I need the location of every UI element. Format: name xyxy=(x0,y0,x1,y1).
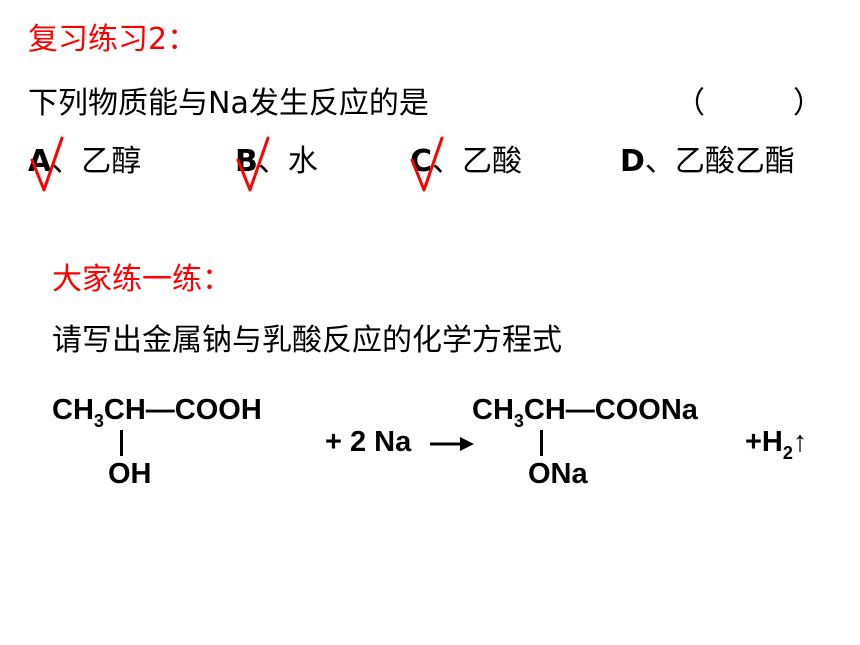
answer-paren-close: ） xyxy=(793,86,823,121)
gas-h: +H xyxy=(745,426,783,458)
reactant-chain: CH—COOH xyxy=(103,394,262,426)
option-d-letter: D xyxy=(620,144,645,179)
practice-title: 大家练一练： xyxy=(52,262,232,297)
option-c-text: 、乙酸 xyxy=(432,144,523,179)
option-a: A、乙醇 xyxy=(28,136,141,180)
product-ch: CH xyxy=(472,394,514,426)
product-branch: ONa xyxy=(528,458,588,490)
check-mark-icon xyxy=(30,136,64,192)
exercise-title: 复习练习2： xyxy=(28,22,198,57)
option-a-text: 、乙醇 xyxy=(51,144,142,179)
reagent: + 2 Na xyxy=(325,426,412,458)
option-b: B、水 xyxy=(235,136,318,180)
option-d: D、乙酸乙酯 xyxy=(620,136,795,180)
check-mark-icon xyxy=(410,136,444,192)
gas-arrow-icon: ↑ xyxy=(792,426,808,458)
product-chain: CH—COONa xyxy=(523,394,698,426)
check-mark-icon xyxy=(236,136,270,192)
option-c: C、乙酸 xyxy=(410,136,522,180)
answer-paren-open: （ xyxy=(675,86,705,121)
reactant-subscript: 3 xyxy=(93,411,104,431)
product-bond-line xyxy=(540,430,543,456)
reactant-ch: CH xyxy=(52,394,94,426)
reaction-arrow-icon xyxy=(430,437,474,451)
option-d-text: 、乙酸乙酯 xyxy=(644,144,795,179)
gas-subscript: 2 xyxy=(782,443,793,463)
option-a-letter: A xyxy=(28,144,52,179)
question-text: 下列物质能与Na发生反应的是 xyxy=(28,86,429,121)
product-formula: CH3CH—COONa xyxy=(472,394,698,431)
reactant-bond-line xyxy=(120,430,123,456)
reactant-formula: CH3CH—COOH xyxy=(52,394,262,431)
hydrogen-gas: +H2↑ xyxy=(745,426,808,463)
option-b-text: 、水 xyxy=(257,144,318,179)
practice-instruction: 请写出金属钠与乳酸反应的化学方程式 xyxy=(52,323,562,358)
reactant-branch: OH xyxy=(108,458,152,490)
product-subscript: 3 xyxy=(513,411,524,431)
